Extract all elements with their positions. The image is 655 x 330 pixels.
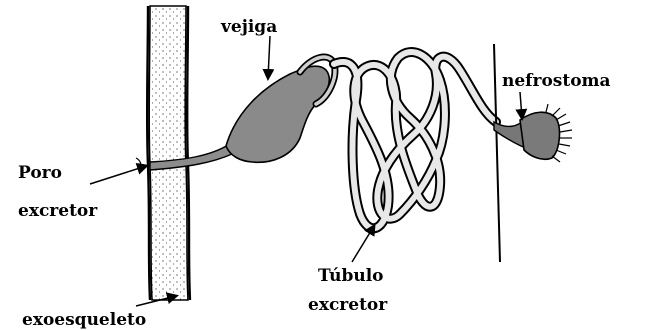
nephrostome [494,104,572,162]
label-tubulo: Túbulo [318,266,384,286]
bladder [226,66,329,162]
label-poro-excretor: excretor [18,201,98,221]
label-nefrostoma: nefrostoma [502,71,611,91]
label-poro: Poro [18,163,62,183]
exoskeleton-wall [147,6,190,300]
label-exoesqueleto: exoesqueleto [22,310,146,330]
label-vejiga: vejiga [220,17,277,37]
septum-line [494,44,500,262]
label-tubulo-excretor: excretor [308,295,388,315]
excretory-tubule [334,52,496,228]
